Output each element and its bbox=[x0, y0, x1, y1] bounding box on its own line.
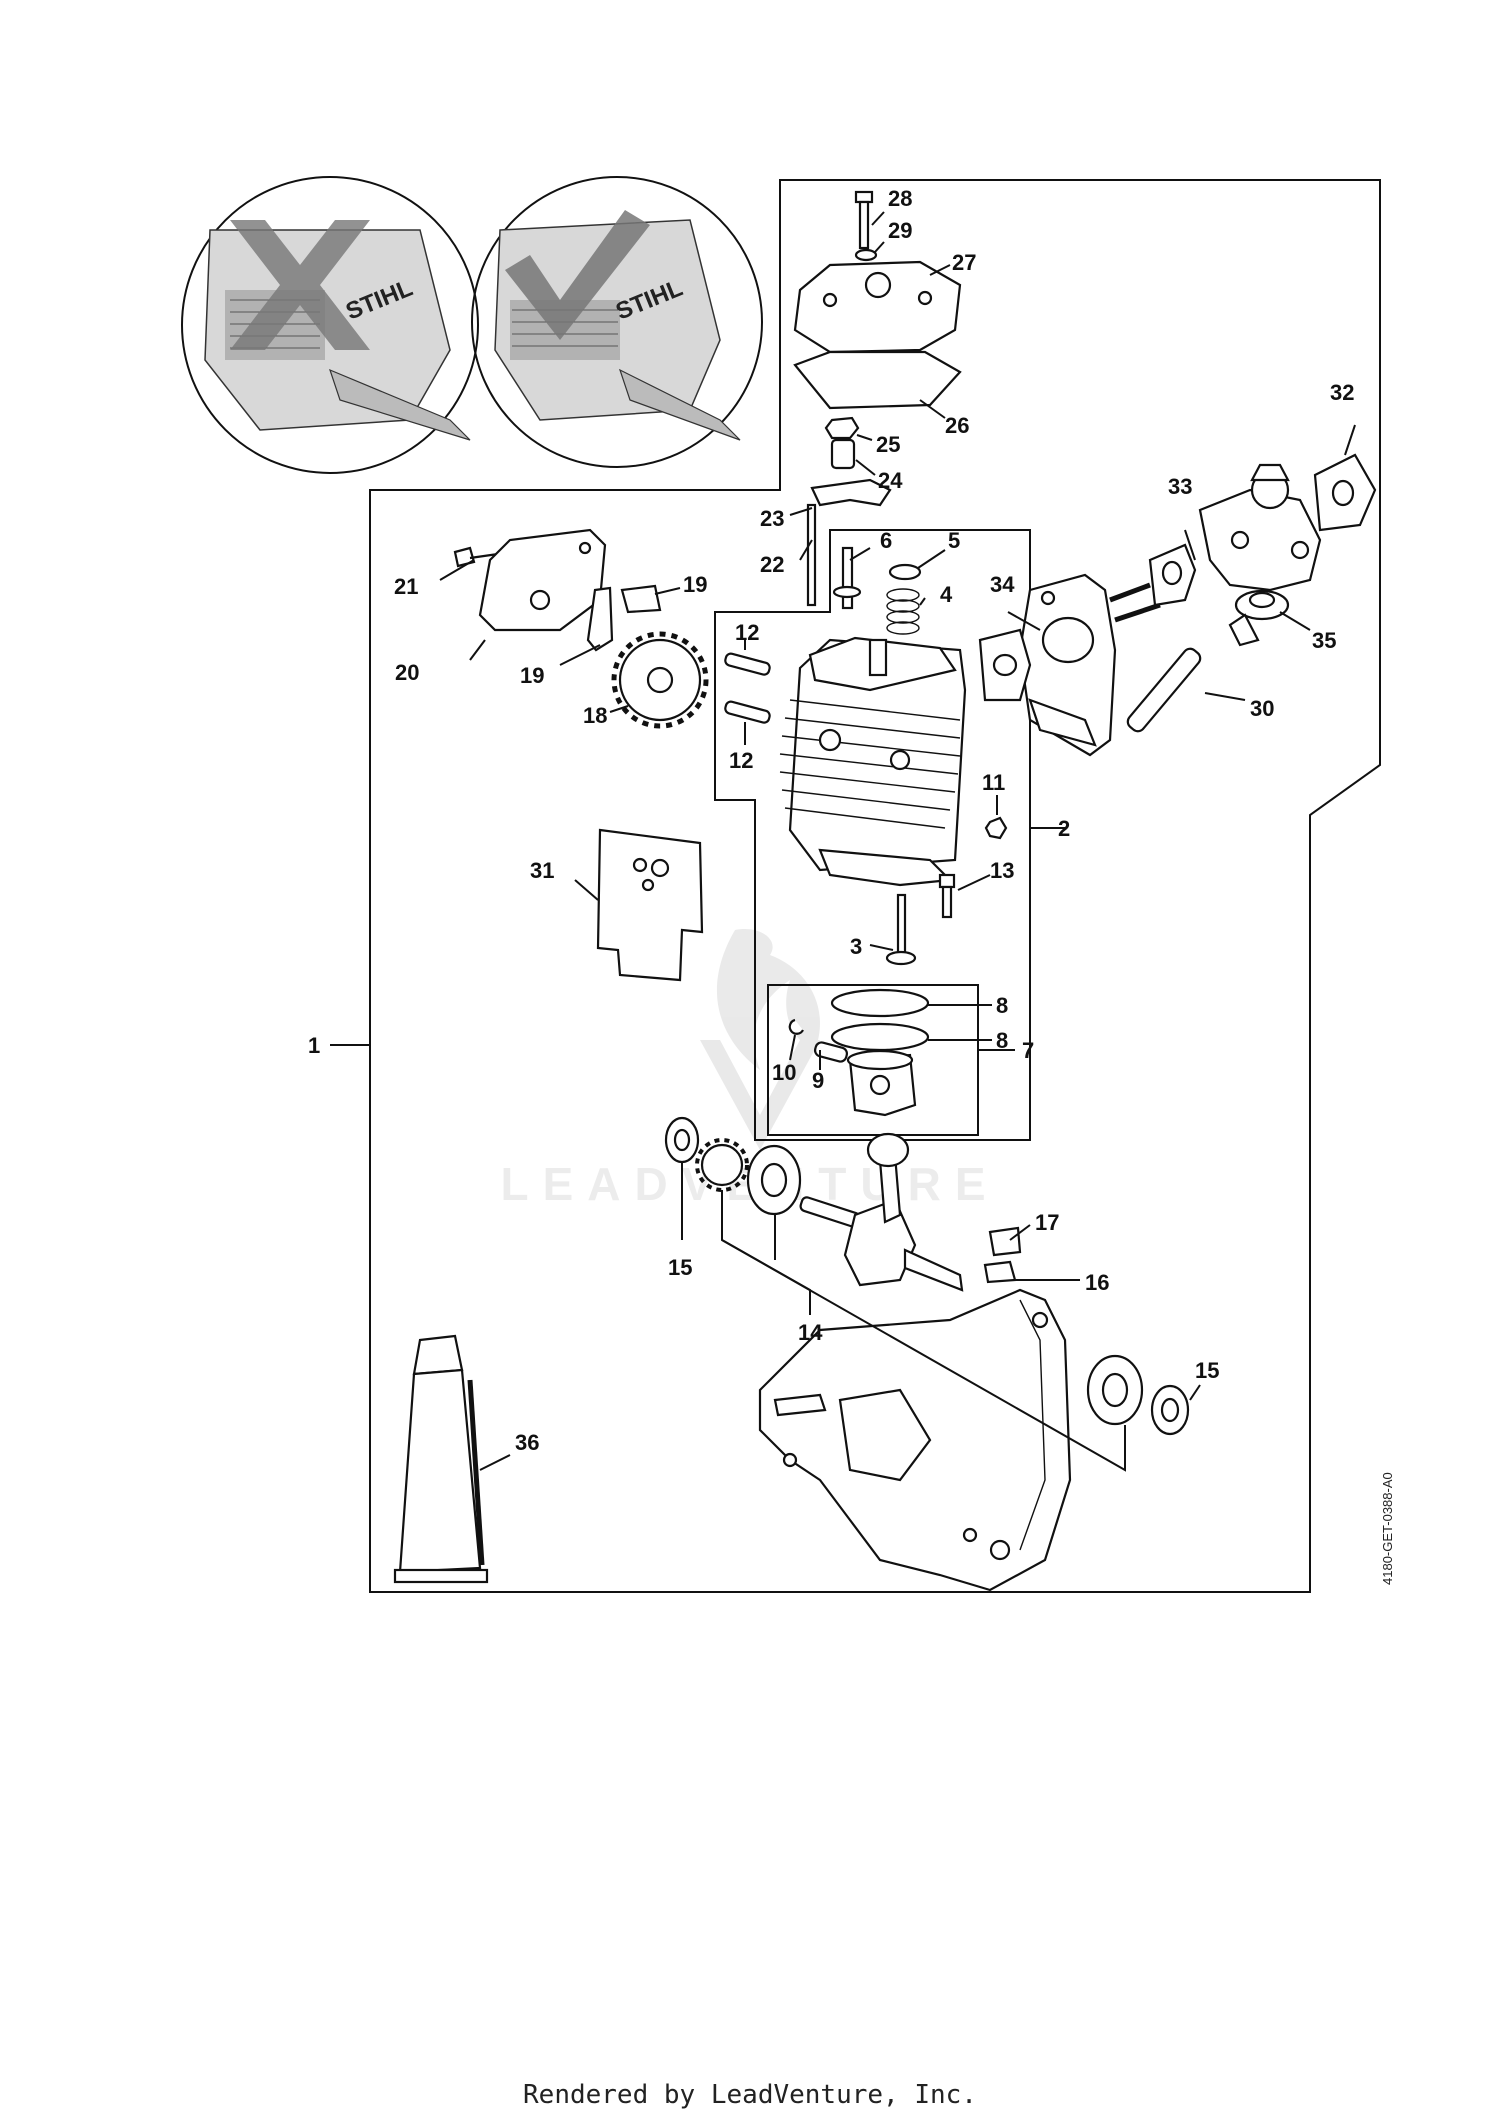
part-30-fuel-hose bbox=[1126, 647, 1202, 733]
carburetor bbox=[1198, 463, 1322, 592]
part-18-gear bbox=[611, 631, 709, 729]
callout-26: 26 bbox=[945, 413, 969, 438]
callout-15-right: 15 bbox=[1195, 1358, 1219, 1383]
callout-34: 34 bbox=[990, 572, 1015, 597]
part-20-cover bbox=[478, 528, 607, 632]
callout-29: 29 bbox=[888, 218, 912, 243]
part-23-rocker-arm bbox=[810, 478, 892, 507]
part-27-valve-cover bbox=[793, 260, 962, 354]
reference-photo-correct: STIHL bbox=[471, 176, 763, 468]
part-16-shield bbox=[983, 1260, 1017, 1284]
part-34-stud-a bbox=[1109, 582, 1151, 603]
callout-22: 22 bbox=[760, 552, 784, 577]
callout-14: 14 bbox=[798, 1320, 823, 1345]
part-14-gear bbox=[695, 1138, 749, 1192]
part-33-gasket bbox=[1148, 543, 1197, 607]
part-36-grease-tube bbox=[393, 1334, 489, 1584]
callout-5: 5 bbox=[948, 528, 960, 553]
callout-15-left: 15 bbox=[668, 1255, 692, 1280]
leader-lines bbox=[330, 211, 1356, 1472]
part-34-gasket bbox=[978, 628, 1032, 702]
callout-35: 35 bbox=[1312, 628, 1336, 653]
part-13-screw bbox=[938, 873, 956, 919]
part-10-circlip bbox=[788, 1018, 804, 1035]
part-19-lever-b bbox=[620, 584, 662, 614]
part-15-oil-seal-left bbox=[664, 1116, 700, 1164]
drawing-code: 4180-GET-0388-A0 bbox=[1380, 1472, 1395, 1585]
part-8-ring-b bbox=[830, 1022, 930, 1052]
part-34-intake-flange bbox=[1018, 573, 1117, 757]
part-32-gasket bbox=[1313, 453, 1377, 532]
footer-credit: Rendered by LeadVenture, Inc. bbox=[523, 2080, 977, 2110]
callout-16: 16 bbox=[1085, 1270, 1109, 1295]
part-14-crankshaft bbox=[799, 1132, 964, 1292]
callout-11: 11 bbox=[982, 770, 1005, 795]
part-12-pin-b bbox=[724, 700, 771, 724]
reference-photo-wrong: STIHL bbox=[181, 176, 479, 474]
callout-19-one: 19 bbox=[520, 663, 544, 688]
callout-8-bottom: 8 bbox=[996, 1028, 1008, 1053]
part-1-crankcase bbox=[758, 1288, 1072, 1592]
callout-9: 9 bbox=[812, 1068, 824, 1093]
callout-12-bottom: 12 bbox=[729, 748, 753, 773]
part-34-stud-b bbox=[1114, 602, 1161, 623]
part-24-sleeve bbox=[830, 438, 856, 470]
part-29-washer bbox=[854, 248, 878, 262]
part-12-pin-a bbox=[724, 652, 771, 676]
part-26-gasket bbox=[793, 350, 962, 410]
callout-23: 23 bbox=[760, 506, 784, 531]
part-4-valve-spring bbox=[886, 588, 920, 635]
part-31-plate bbox=[596, 828, 704, 982]
callout-13: 13 bbox=[990, 858, 1014, 883]
part-15-bearing-right bbox=[1086, 1354, 1144, 1426]
part-14-bearing-left bbox=[746, 1144, 802, 1216]
part-3-valve bbox=[885, 893, 917, 966]
wrong-mark-icon bbox=[230, 220, 370, 350]
callouts: 28 29 27 26 25 24 23 22 6 5 4 21 20 19 1… bbox=[308, 186, 1354, 1455]
callout-3: 3 bbox=[850, 934, 862, 959]
callout-20: 20 bbox=[395, 660, 419, 685]
callout-17: 17 bbox=[1035, 1210, 1059, 1235]
callout-19-top: 19 bbox=[683, 572, 707, 597]
part-35-primer bbox=[1228, 589, 1290, 647]
callout-6: 6 bbox=[880, 528, 892, 553]
part-8-ring-a bbox=[830, 988, 930, 1018]
part-9-piston-pin bbox=[813, 1041, 849, 1063]
callout-31: 31 bbox=[530, 858, 554, 883]
callout-36: 36 bbox=[515, 1430, 539, 1455]
part-2-cylinder bbox=[779, 636, 967, 887]
part-15-oil-seal-right bbox=[1150, 1384, 1190, 1436]
cylinder-outline bbox=[714, 529, 1031, 1141]
part-22-pushrod bbox=[806, 503, 817, 607]
callout-33: 33 bbox=[1168, 474, 1192, 499]
part-5-retainer bbox=[888, 563, 922, 581]
part-6-stud bbox=[832, 546, 862, 610]
callout-25: 25 bbox=[876, 432, 900, 457]
callout-8-top: 8 bbox=[996, 993, 1008, 1018]
callout-27: 27 bbox=[952, 250, 976, 275]
part-11-nut bbox=[984, 816, 1008, 840]
callout-18: 18 bbox=[583, 703, 607, 728]
callout-4: 4 bbox=[940, 582, 953, 607]
part-28-screw bbox=[854, 190, 874, 250]
piston-outline bbox=[767, 984, 979, 1136]
part-19-lever-a bbox=[586, 586, 614, 652]
callout-12-top: 12 bbox=[735, 620, 759, 645]
callout-30: 30 bbox=[1250, 696, 1274, 721]
callout-24: 24 bbox=[878, 468, 903, 493]
correct-mark-icon bbox=[505, 210, 650, 340]
callout-1: 1 bbox=[308, 1033, 320, 1058]
callout-21: 21 bbox=[394, 574, 418, 599]
part-7-piston bbox=[846, 1049, 917, 1117]
part-25-nut bbox=[824, 416, 860, 440]
callout-10: 10 bbox=[772, 1060, 796, 1085]
callout-32: 32 bbox=[1330, 380, 1354, 405]
assembly-outline bbox=[369, 179, 1381, 1593]
callout-7: 7 bbox=[1022, 1038, 1034, 1063]
part-17-damper bbox=[988, 1226, 1022, 1257]
callout-2: 2 bbox=[1058, 816, 1070, 841]
callout-28: 28 bbox=[888, 186, 912, 211]
